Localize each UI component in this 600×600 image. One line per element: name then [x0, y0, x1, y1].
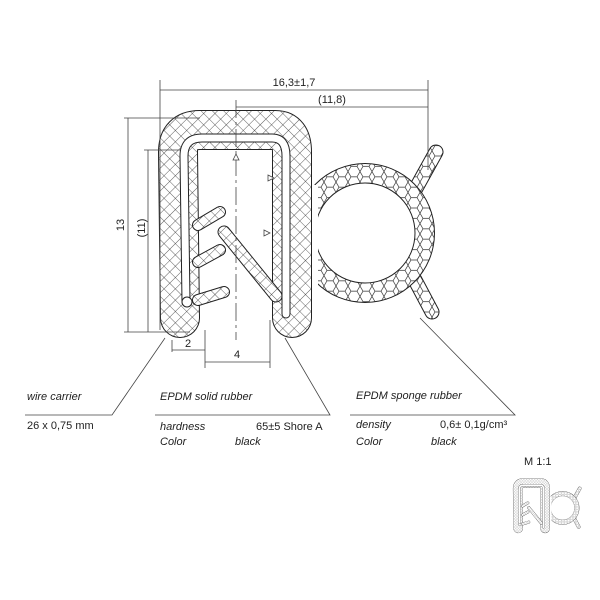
seal-profile	[178, 130, 436, 318]
svg-text:(11): (11)	[136, 219, 148, 238]
svg-text:2: 2	[185, 338, 191, 350]
dimension-height: 13	[115, 117, 200, 333]
scale-thumbnail	[518, 483, 580, 528]
wire-carrier-spec: wire carrier 26 x 0,75 mm	[27, 391, 94, 432]
svg-text:Color: Color	[160, 436, 188, 448]
svg-text:EPDM sponge rubber: EPDM sponge rubber	[356, 390, 463, 402]
svg-text:13: 13	[115, 219, 127, 231]
svg-text:16,3±1,7: 16,3±1,7	[273, 77, 316, 89]
svg-text:65±5 Shore A: 65±5 Shore A	[256, 421, 323, 433]
scale-label: M 1:1	[524, 456, 552, 468]
svg-text:4: 4	[234, 349, 240, 361]
svg-text:density: density	[356, 419, 392, 431]
sponge-rubber-spec: EPDM sponge rubber density 0,6± 0,1g/cm³…	[356, 390, 508, 448]
dimension-overall-width: 16,3±1,7	[159, 77, 429, 330]
solid-rubber-spec: EPDM solid rubber hardness 65±5 Shore A …	[160, 391, 323, 448]
dimension-inner-height: (11)	[136, 149, 180, 332]
svg-text:black: black	[235, 436, 261, 448]
svg-text:hardness: hardness	[160, 421, 206, 433]
svg-text:(11,8): (11,8)	[318, 94, 346, 106]
svg-text:Color: Color	[356, 436, 384, 448]
svg-text:black: black	[431, 436, 457, 448]
dimension-opening: 4	[205, 320, 271, 368]
svg-text:0,6± 0,1g/cm³: 0,6± 0,1g/cm³	[440, 419, 508, 431]
dimension-bulb-width: (11,8)	[236, 94, 428, 108]
svg-text:EPDM solid rubber: EPDM solid rubber	[160, 391, 254, 403]
svg-text:wire carrier: wire carrier	[27, 391, 83, 403]
svg-text:26 x 0,75 mm: 26 x 0,75 mm	[27, 420, 94, 432]
